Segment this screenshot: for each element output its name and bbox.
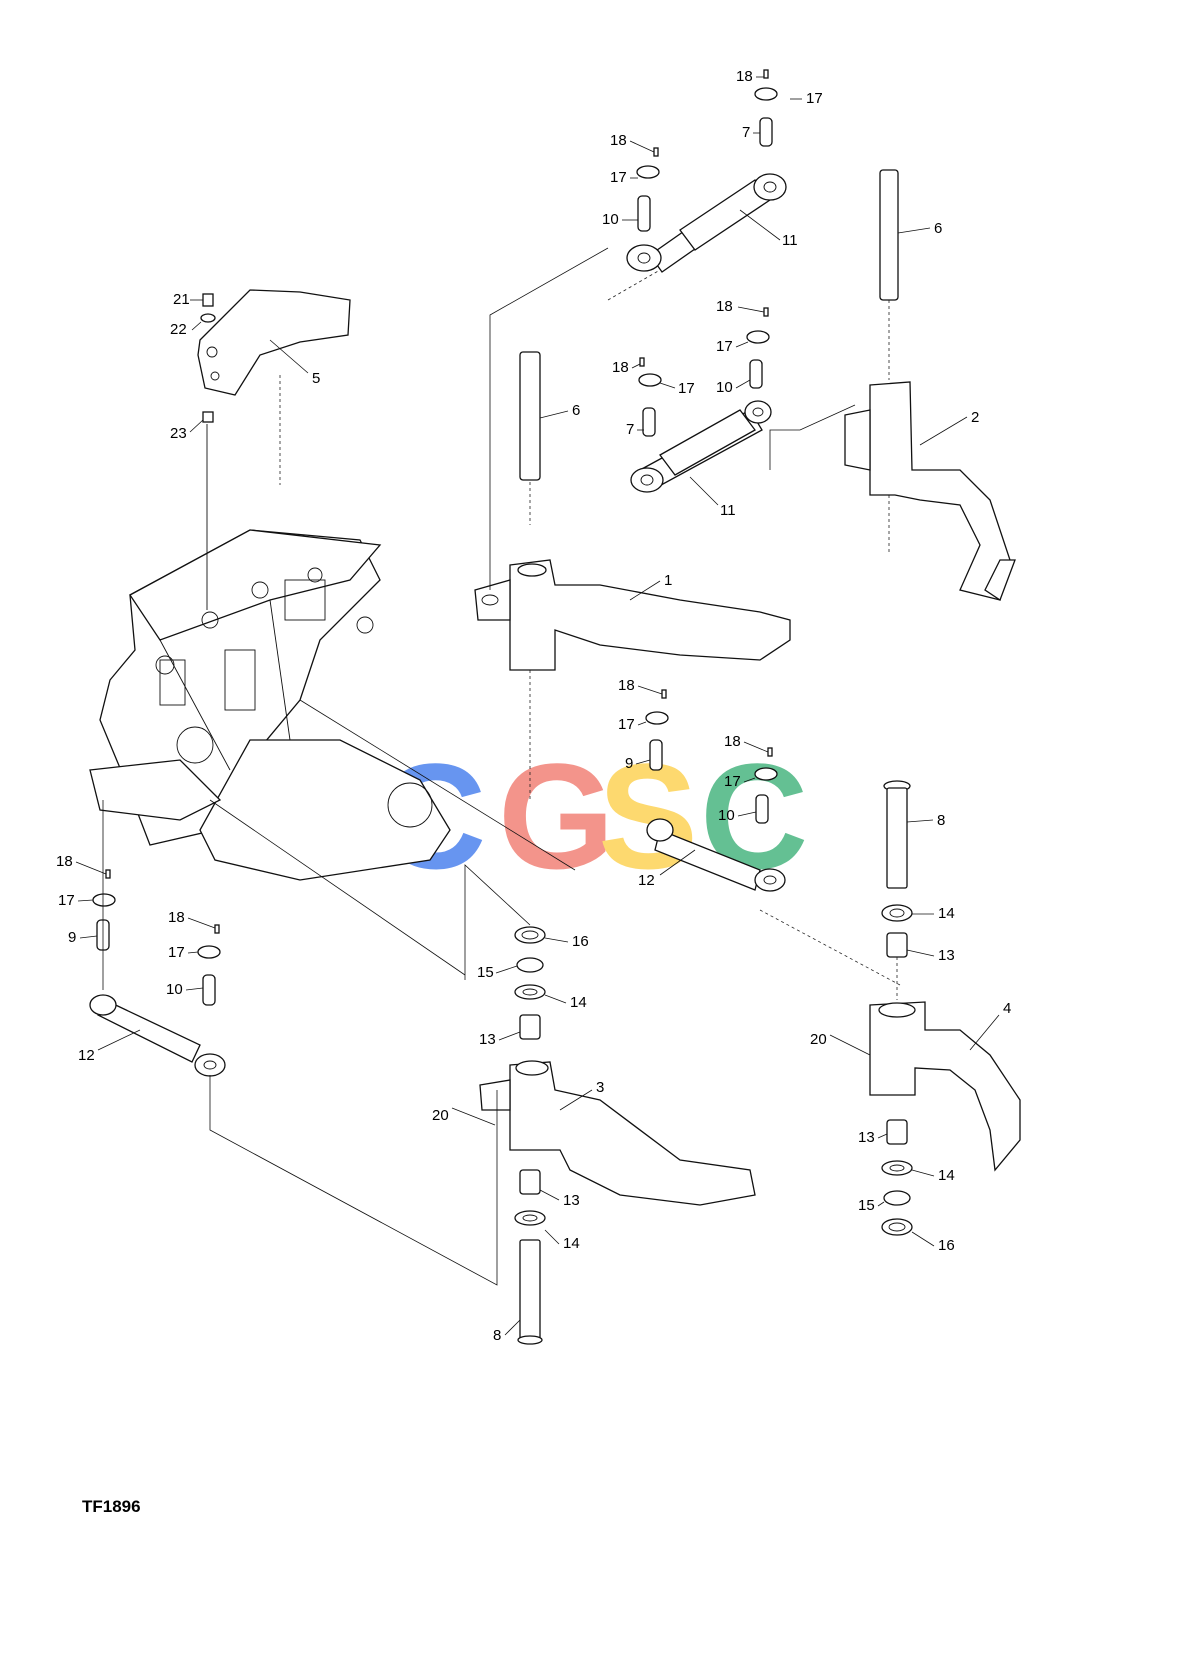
callout-17: 17 [58, 892, 75, 909]
pin-part-6-center [519, 351, 541, 800]
callout-11: 11 [782, 232, 798, 249]
pin-part-8-right [881, 780, 913, 1000]
cylinder-part-12-center [645, 689, 786, 892]
callout-23: 23 [170, 425, 187, 442]
callout-3: 3 [596, 1079, 604, 1096]
callout-17: 17 [618, 716, 635, 733]
cylinder-part-11-lower [630, 307, 772, 493]
callout-18: 18 [612, 359, 629, 376]
callouts: 18 17 7 18 17 10 11 6 21 22 5 23 18 17 1… [56, 68, 1011, 1344]
arm-part-3 [479, 1060, 756, 1206]
callout-1: 1 [664, 572, 672, 589]
callout-14: 14 [563, 1235, 580, 1252]
bearing-stack-lower [514, 1169, 546, 1345]
callout-13: 13 [563, 1192, 580, 1209]
pin-part-7-top [754, 69, 778, 147]
callout-6: 6 [934, 220, 942, 237]
callout-16: 16 [938, 1237, 955, 1254]
callout-16: 16 [572, 933, 589, 950]
callout-17: 17 [678, 380, 695, 397]
callout-14: 14 [938, 1167, 955, 1184]
callout-18: 18 [618, 677, 635, 694]
bracket-part-5 [197, 289, 351, 610]
callout-18: 18 [716, 298, 733, 315]
assembly-lines [102, 247, 901, 1286]
callout-15: 15 [858, 1197, 875, 1214]
callout-17: 17 [610, 169, 627, 186]
callout-9: 9 [68, 929, 76, 946]
callout-4: 4 [1003, 1000, 1011, 1017]
callout-20: 20 [432, 1107, 449, 1124]
callout-22: 22 [170, 321, 187, 338]
callout-20: 20 [810, 1031, 827, 1048]
callout-17: 17 [724, 773, 741, 790]
callout-13: 13 [938, 947, 955, 964]
callout-10: 10 [602, 211, 619, 228]
callout-12: 12 [78, 1047, 95, 1064]
callout-18: 18 [610, 132, 627, 149]
callout-17: 17 [806, 90, 823, 107]
watermark-letter-g: G [498, 732, 615, 900]
pin-part-6-right [879, 169, 899, 555]
cylinder-part-11-upper [626, 147, 787, 273]
callout-18: 18 [736, 68, 753, 85]
callout-13: 13 [479, 1031, 496, 1048]
callout-14: 14 [938, 905, 955, 922]
bearing-stack-right [881, 1119, 913, 1236]
callout-21: 21 [173, 291, 190, 308]
watermark-letter-s: S [598, 732, 698, 900]
callout-15: 15 [477, 964, 494, 981]
callout-7: 7 [626, 421, 634, 438]
callout-18: 18 [724, 733, 741, 750]
callout-7: 7 [742, 124, 750, 141]
callout-17: 17 [716, 338, 733, 355]
callout-18: 18 [56, 853, 73, 870]
cylinder-part-12-left [89, 869, 226, 1077]
callout-6: 6 [572, 402, 580, 419]
callout-10: 10 [718, 807, 735, 824]
callout-8: 8 [937, 812, 945, 829]
main-frame [89, 529, 451, 881]
callout-18: 18 [168, 909, 185, 926]
callout-17: 17 [168, 944, 185, 961]
figure-id: TF1896 [82, 1497, 141, 1516]
arm-part-2 [844, 381, 1016, 601]
callout-10: 10 [716, 379, 733, 396]
callout-2: 2 [971, 409, 979, 426]
callout-8: 8 [493, 1327, 501, 1344]
callout-5: 5 [312, 370, 320, 387]
arm-part-1 [474, 559, 791, 671]
callout-11: 11 [720, 502, 736, 519]
callout-9: 9 [625, 755, 633, 772]
callout-10: 10 [166, 981, 183, 998]
bearing-stack-center [514, 926, 546, 1040]
arm-part-4 [869, 1001, 1021, 1172]
callout-12: 12 [638, 872, 655, 889]
callout-13: 13 [858, 1129, 875, 1146]
callout-14: 14 [570, 994, 587, 1011]
